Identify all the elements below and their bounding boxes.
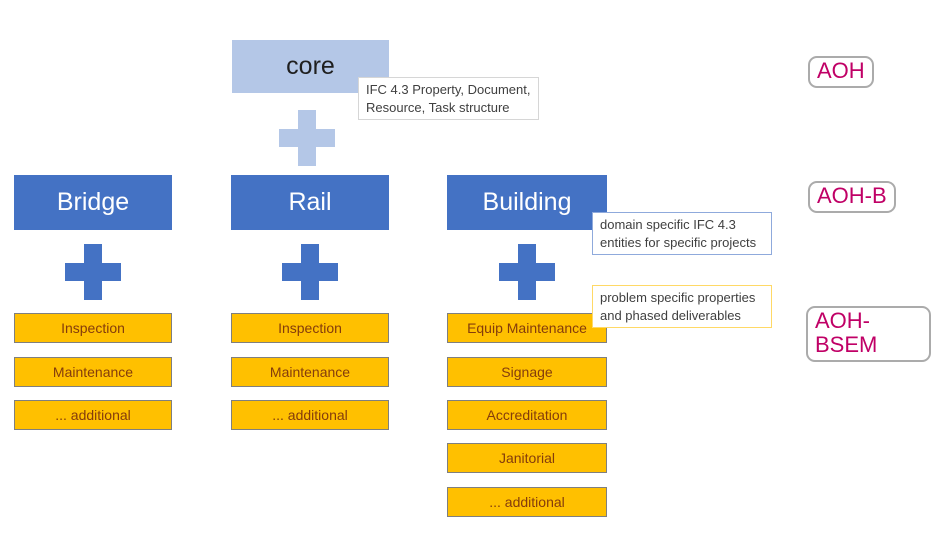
module-label: Inspection [278,320,342,336]
module-label: ... additional [55,407,131,423]
note-line: Resource, Task structure [366,99,510,115]
side-label-text: AOH-B [817,183,887,208]
module-label: ... additional [489,494,565,510]
module-label: Maintenance [269,364,351,380]
domain-box-bridge: Bridge [14,175,172,230]
module-box-bridge-inspection: Inspection [14,313,172,343]
note-line: and phased deliverables [600,307,741,323]
module-box-building-janitorial: Janitorial [447,443,607,473]
note-line: entities for specific projects [600,234,757,250]
module-box-bridge-maintenance: Maintenance [14,357,172,387]
note-line: domain specific IFC 4.3 [600,217,736,232]
module-box-rail-additional: ... additional [231,400,389,430]
note-problem-properties: problem specific properties and phased d… [592,285,772,329]
side-label-text: AOH [817,58,865,83]
plus-icon-building [499,244,555,300]
core-label: core [286,52,335,80]
note-line: IFC 4.3 Property, Document, [366,82,531,97]
domain-label-rail: Rail [288,188,332,216]
module-label: Maintenance [52,364,134,380]
core-box: core [232,40,389,93]
module-label: Accreditation [486,407,568,423]
module-label: Signage [501,364,553,380]
module-box-rail-maintenance: Maintenance [231,357,389,387]
side-label-aoh-b: AOH-B [808,181,896,214]
plus-icon-rail [282,244,338,300]
side-label-text: AOH-BSEM [815,308,878,358]
module-box-building-additional: ... additional [447,487,607,517]
module-label: Janitorial [498,450,556,466]
side-label-aoh: AOH [808,56,874,89]
module-box-building-signage: Signage [447,357,607,387]
plus-icon-bridge [65,244,121,300]
domain-label-building: Building [482,188,572,216]
module-box-building-equip-maintenance: Equip Maintenance [447,313,607,343]
module-box-bridge-additional: ... additional [14,400,172,430]
module-box-building-accreditation: Accreditation [447,400,607,430]
module-label: Equip Maintenance [467,320,587,336]
note-core-structure: IFC 4.3 Property, Document, Resource, Ta… [358,77,539,121]
domain-box-rail: Rail [231,175,389,230]
note-line: problem specific properties [600,290,756,305]
side-label-aoh-bsem: AOH-BSEM [806,306,931,363]
domain-label-bridge: Bridge [56,188,130,216]
domain-box-building: Building [447,175,607,230]
plus-icon-core [279,110,335,166]
module-label: Inspection [61,320,125,336]
module-box-rail-inspection: Inspection [231,313,389,343]
note-domain-entities: domain specific IFC 4.3 entities for spe… [592,212,772,256]
module-label: ... additional [272,407,348,423]
